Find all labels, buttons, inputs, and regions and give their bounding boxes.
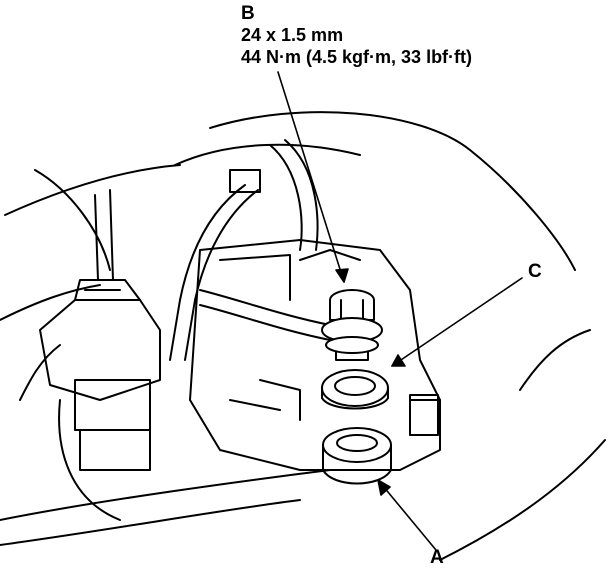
leader-line-b — [277, 71, 345, 283]
callout-b-bolt-size: 24 x 1.5 mm — [241, 25, 344, 45]
callout-b-torque-spec: 44 N·m (4.5 kgf·m, 33 lbf·ft) — [241, 47, 473, 67]
engine-background-outlines — [0, 111, 606, 561]
sealing-washer-c — [321, 369, 389, 410]
callout-b-letter: B — [241, 3, 255, 24]
arrowhead-c — [391, 354, 406, 367]
leader-line-c — [391, 277, 523, 367]
sealing-washer-a — [322, 427, 392, 485]
callout-a-letter: A — [430, 547, 444, 568]
leader-lines — [277, 71, 523, 551]
callout-c-letter: C — [528, 261, 542, 282]
arrowhead-b — [335, 268, 349, 283]
arrowhead-a — [377, 479, 391, 496]
caliper-housing — [189, 239, 441, 471]
left-connector-assembly — [39, 189, 161, 521]
leader-line-a — [377, 479, 437, 551]
banjo-bolt-b — [321, 289, 383, 361]
